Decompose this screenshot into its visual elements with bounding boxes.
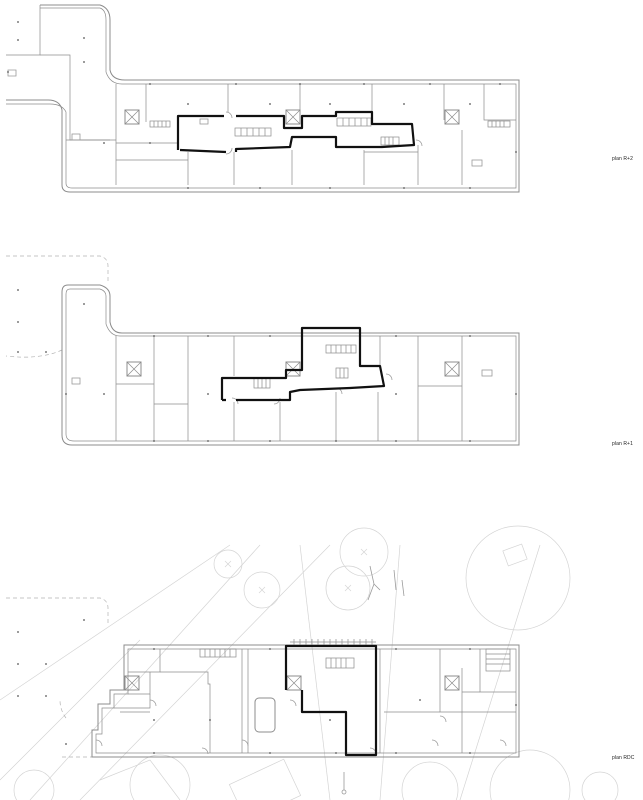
rdc-highlight-route <box>284 644 378 757</box>
plan-r2 <box>6 4 520 193</box>
r1-highlight-route <box>220 326 386 402</box>
r2-highlight-route <box>176 110 416 154</box>
plan-label-r2: plan R+2 <box>612 156 633 162</box>
plan-rdc <box>0 525 619 800</box>
r1-columns <box>17 289 517 442</box>
plan-label-rdc: plan RDC <box>612 755 635 761</box>
r2-columns <box>7 21 517 189</box>
rdc-columns <box>17 619 517 754</box>
plan-label-r1: plan R+1 <box>612 441 633 447</box>
plan-r1 <box>5 255 520 446</box>
rdc-site-context <box>0 525 619 800</box>
